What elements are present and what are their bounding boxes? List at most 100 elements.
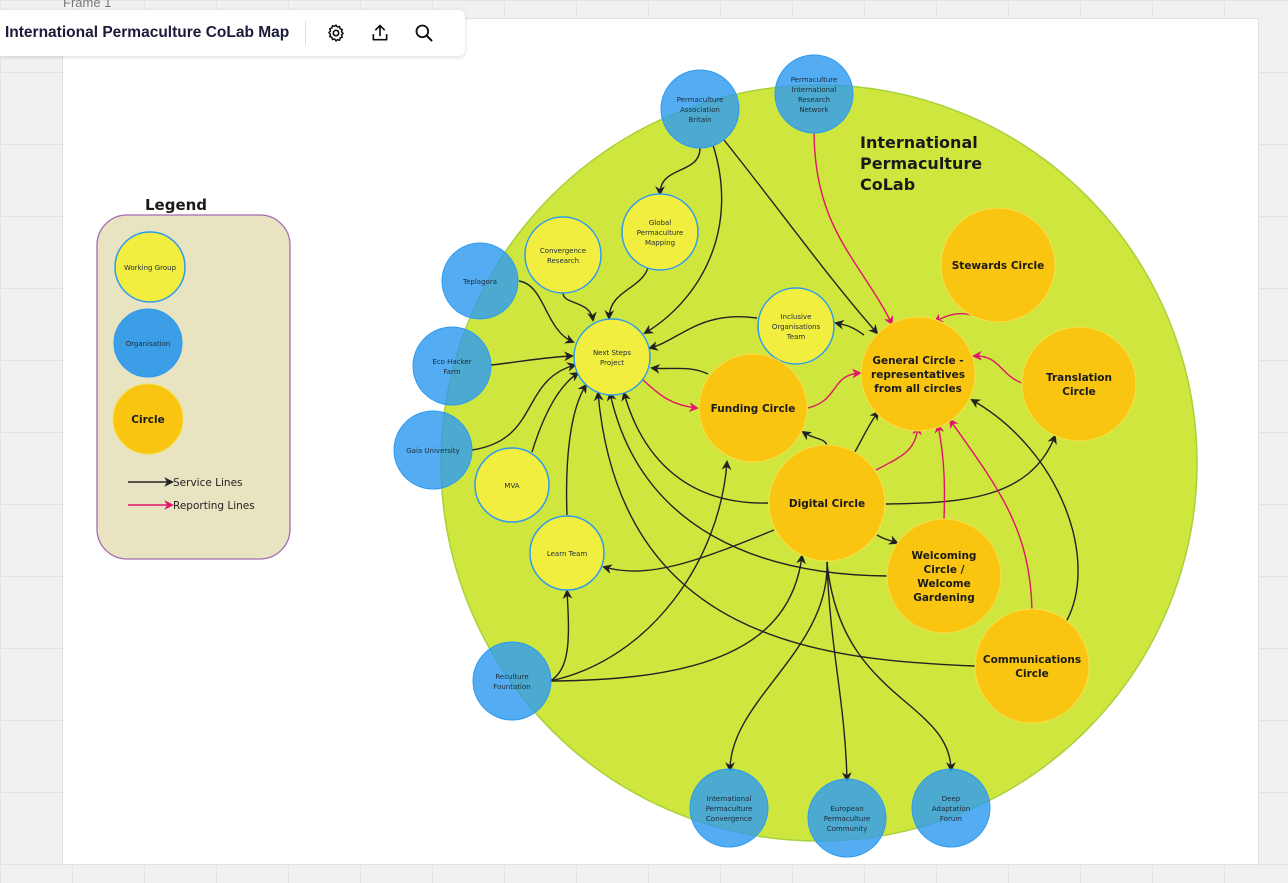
node-tep[interactable]: Teplagora [441, 242, 519, 320]
node-circle[interactable] [524, 216, 602, 294]
node-circle[interactable] [911, 768, 991, 848]
edge-trans-gen [972, 350, 1023, 384]
node-dig[interactable]: Digital Circle [768, 444, 886, 562]
edge-tep-nsp [518, 280, 575, 344]
node-stew[interactable]: Stewards Circle [940, 207, 1056, 323]
board-title[interactable]: International Permaculture CoLab Map [5, 24, 290, 41]
node-circle[interactable] [441, 242, 519, 320]
node-circle[interactable] [940, 207, 1056, 323]
edge-comm-gen [970, 399, 1079, 623]
toolbar-divider [305, 21, 307, 45]
edge-recul-learn [549, 589, 573, 682]
edge-gaia-nsp [471, 362, 577, 451]
legend: Legend Working Group Organisation Circle… [96, 196, 291, 560]
edge-fund-gen [807, 368, 862, 409]
edge-dig-epc [826, 561, 852, 782]
node-circle[interactable] [689, 768, 769, 848]
legend-organisation-swatch [113, 308, 183, 378]
node-circle[interactable] [698, 353, 808, 463]
node-circle[interactable] [474, 447, 550, 523]
node-circle[interactable] [573, 318, 651, 396]
search-button[interactable] [408, 17, 440, 49]
edge-conv-nsp [562, 292, 597, 322]
node-circle[interactable] [621, 193, 699, 271]
legend-reporting-label: Reporting Lines [173, 500, 255, 512]
legend-circle-label: Circle [131, 414, 164, 426]
edge-learn-nsp [565, 383, 588, 516]
node-circle[interactable] [1021, 326, 1137, 442]
edge-dig-nsp [621, 391, 769, 504]
node-label: Teplagora [462, 278, 497, 286]
node-circle[interactable] [860, 316, 976, 432]
export-button[interactable] [364, 17, 396, 49]
legend-circle-swatch [112, 383, 184, 455]
settings-button[interactable] [320, 17, 352, 49]
edge-comm-gen-report [948, 418, 1033, 611]
edge-comm-nsp [593, 391, 976, 667]
node-circle[interactable] [768, 444, 886, 562]
node-gaia[interactable]: Gaia University [393, 410, 473, 490]
edge-dig-trans [885, 434, 1057, 505]
node-label: Gaia University [406, 447, 459, 455]
edge-dig-welc [876, 534, 899, 545]
edge-incl-nsp [648, 316, 758, 351]
node-circle[interactable] [886, 518, 1002, 634]
node-circle[interactable] [660, 69, 740, 149]
node-circle[interactable] [974, 608, 1090, 724]
legend-title: Legend [145, 196, 207, 214]
node-learn[interactable]: Learn Team [529, 515, 605, 591]
edge-recul-fund [549, 460, 732, 682]
edge-welc-gen [934, 423, 946, 521]
edge-pab-gpm [655, 147, 701, 196]
node-circle[interactable] [412, 326, 492, 406]
node-mva[interactable]: MVA [474, 447, 550, 523]
gear-icon [328, 24, 345, 42]
upload-icon [372, 24, 388, 41]
edge-nsp-fund [642, 379, 699, 413]
node-label: MVA [504, 482, 519, 490]
frame-label[interactable]: Frame 1 [63, 0, 112, 10]
edge-pab-gen [723, 139, 879, 335]
edge-dig-learn [602, 529, 775, 574]
node-circle[interactable] [472, 641, 552, 721]
node-circle[interactable] [774, 54, 854, 134]
node-circle[interactable] [757, 287, 835, 365]
edge-dig-gen-report [875, 425, 922, 471]
node-circle[interactable] [529, 515, 605, 591]
legend-organisation-label: Organisation [126, 340, 171, 348]
edge-dig-ipc [725, 561, 828, 772]
node-fund[interactable]: Funding Circle [698, 353, 808, 463]
board-toolbar: International Permaculture CoLab Map [0, 10, 465, 56]
node-circle[interactable] [393, 410, 473, 490]
node-label: Learn Team [547, 550, 587, 558]
node-circle[interactable] [807, 778, 887, 858]
